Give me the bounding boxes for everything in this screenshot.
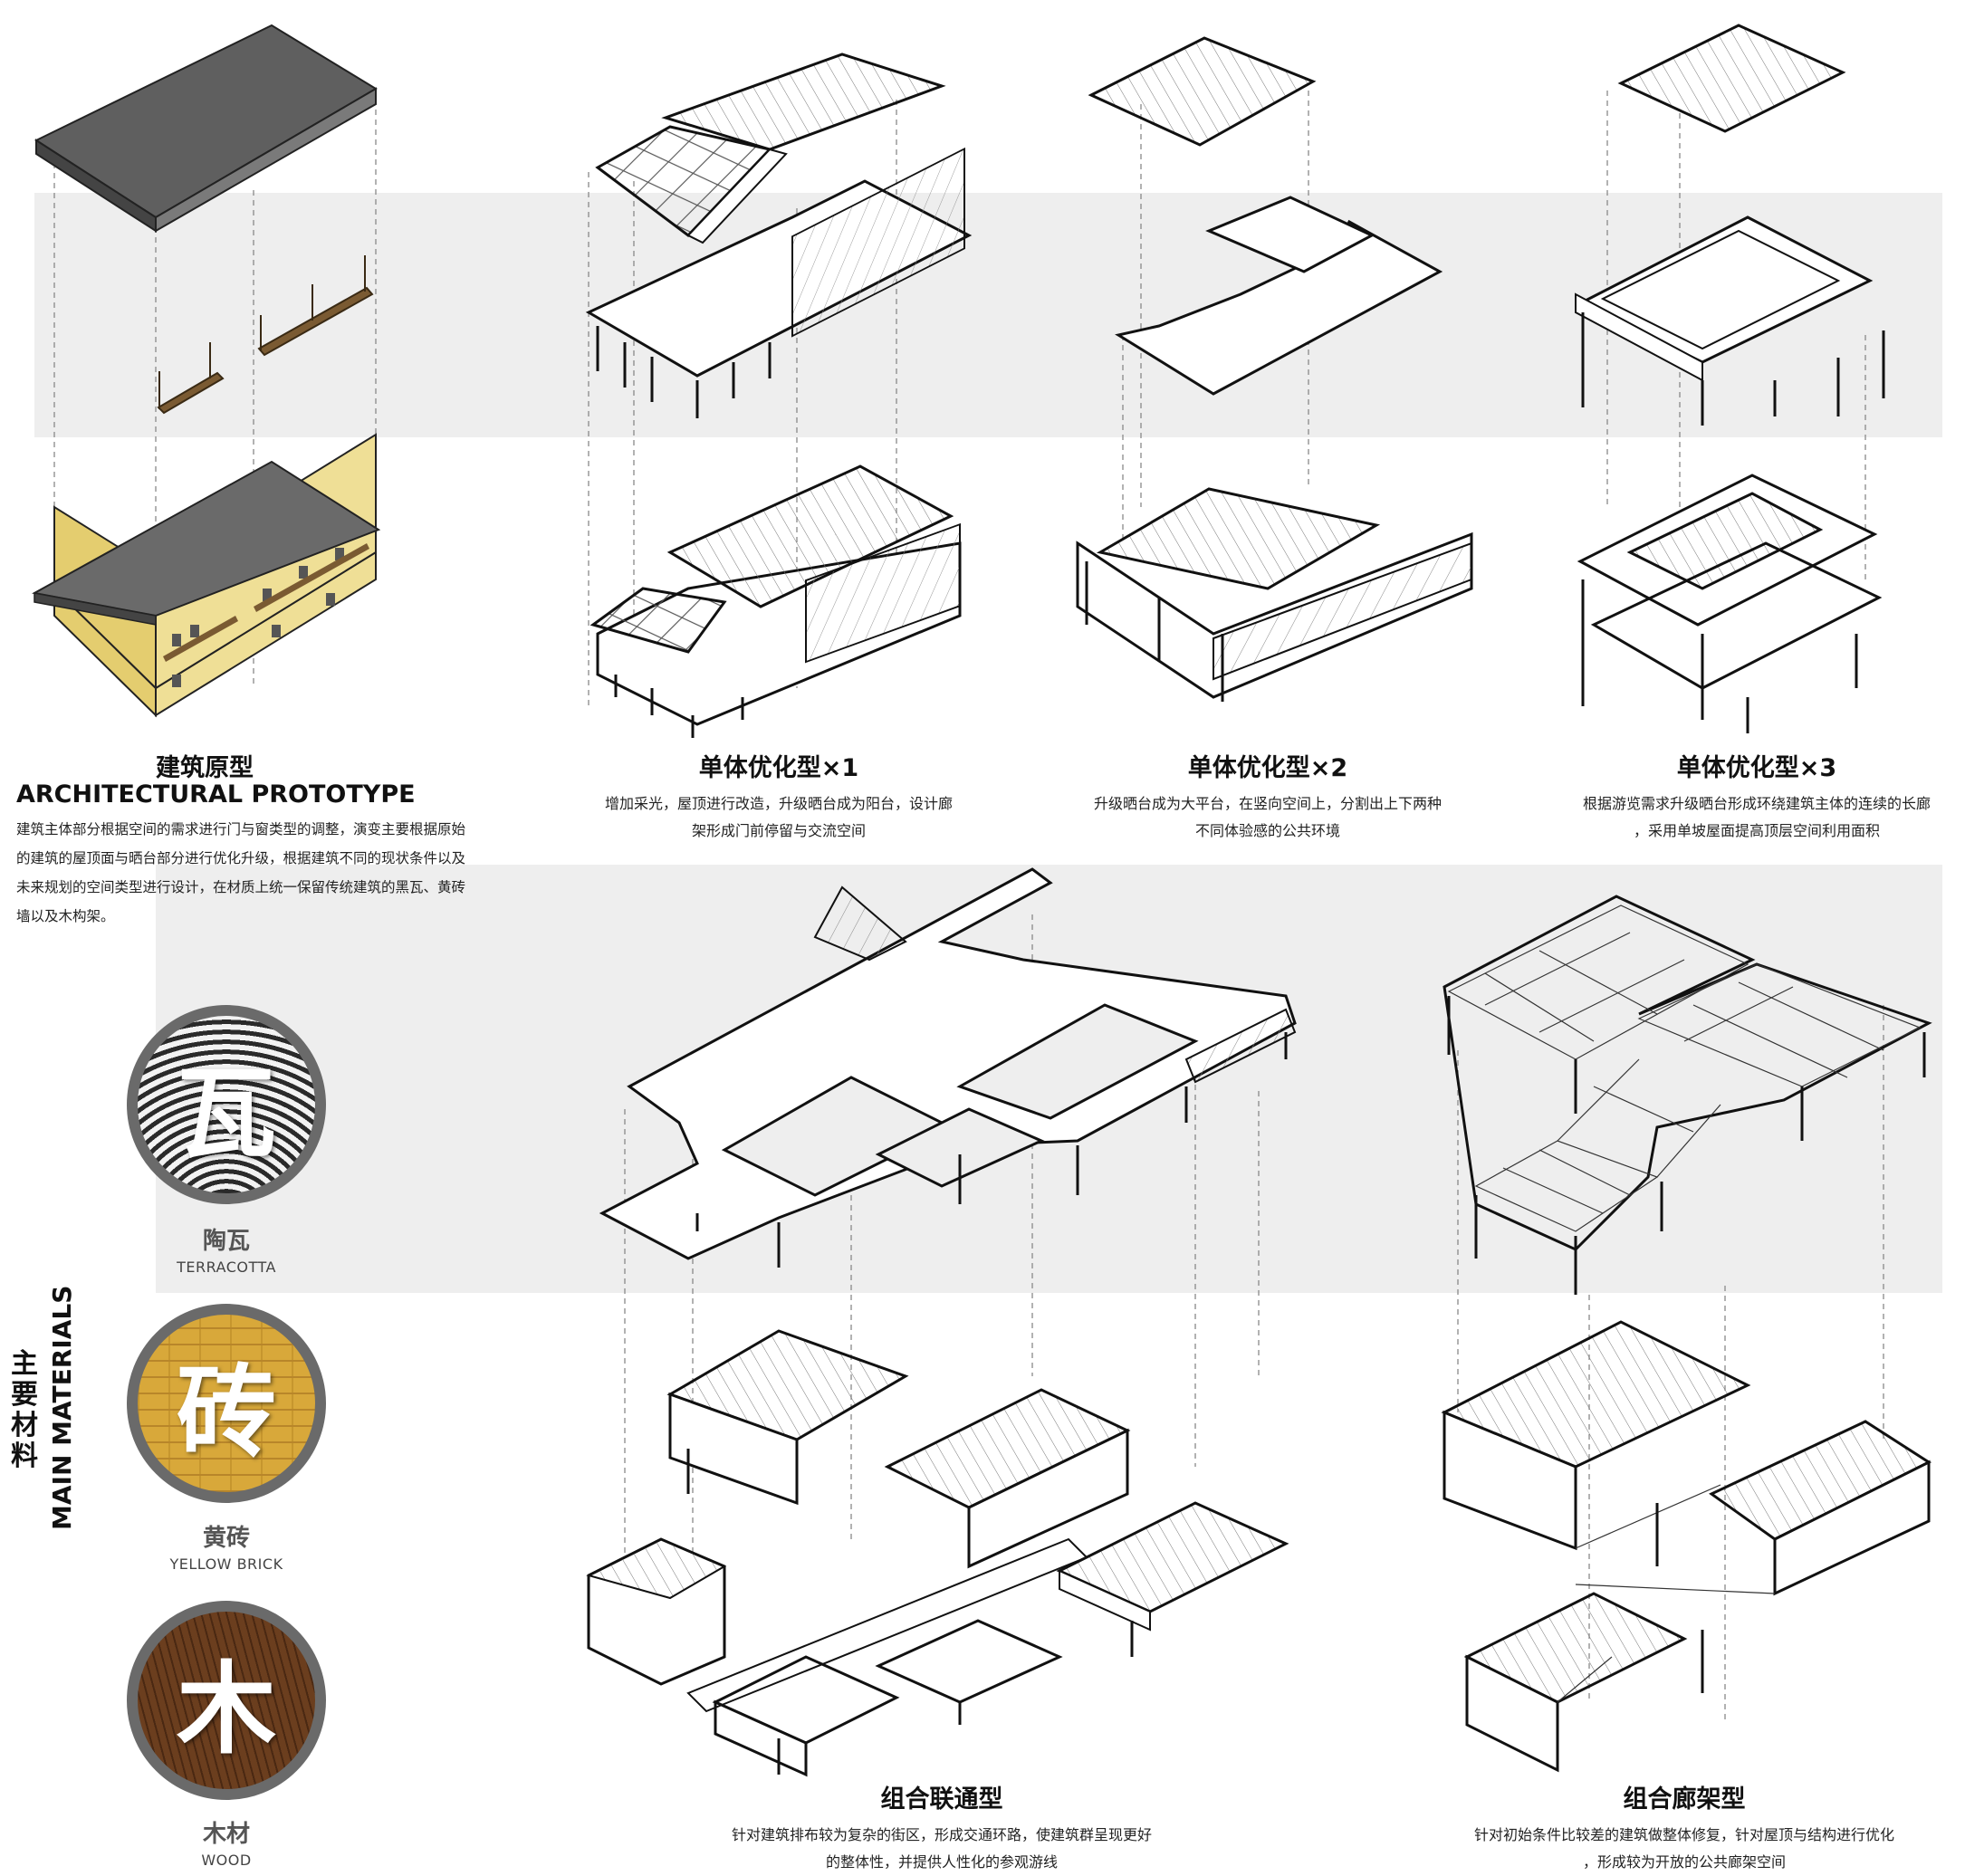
prototype-desc-line: 的建筑的屋顶面与晒台部分进行优化升级，根据建筑不同的现状条件以及 [16,850,466,866]
prototype-title-zh: 建筑原型 [156,754,254,782]
yellow-brick-swatch: 砖 [127,1304,326,1503]
prototype-description: 建筑主体部分根据空间的需求进行门与窗类型的调整，演变主要根据原始 的建筑的屋顶面… [16,815,523,931]
heading-char: 要 [11,1379,38,1411]
combo-connected-desc-line: 的整体性，并提供人性化的参观游线 [825,1853,1058,1871]
terracotta-label-zh: 陶瓦 [202,1228,250,1255]
terracotta-label-en: TERRACOTTA [177,1259,276,1276]
yellow-brick-glyph: 砖 [177,1354,276,1470]
type1-desc-line: 架形成门前停留与交流空间 [691,822,866,839]
heading-char: 料 [11,1440,38,1472]
wood-swatch: 木 [127,1601,326,1800]
materials-heading-zh: 主 要 材 料 [9,1349,40,1472]
combo-connected-drawing [586,867,1297,1777]
type2-drawing [1076,36,1473,702]
type3-caption: 单体优化型×3 根据游览需求升级晒台形成环绕建筑主体的连续的长廊 ，采用单坡屋面… [1558,748,1956,845]
type3-drawing [1575,24,1885,733]
terracotta-swatch: 瓦 [127,1005,326,1204]
type1-title: 单体优化型×1 [698,754,859,782]
prototype-desc-line: 未来规划的空间类型进行设计，在材质上统一保留传统建筑的黑瓦、黄砖 [16,879,466,895]
terracotta-glyph: 瓦 [177,1055,276,1172]
combo-pergola-desc-line: 针对初始条件比较差的建筑做整体修复，针对屋顶与结构进行优化 [1473,1826,1894,1843]
combo-pergola-title: 组合廊架型 [1623,1785,1746,1814]
materials-heading-en: MAIN MATERIALS [47,1285,77,1530]
prototype-drawing [32,24,381,718]
combo-connected-title: 组合联通型 [880,1785,1003,1814]
heading-char: 主 [11,1348,38,1380]
wood-label-en: WOOD [201,1852,252,1869]
type2-desc-line: 升级晒台成为大平台，在竖向空间上，分割出上下两种 [1093,795,1442,812]
prototype-desc-line: 建筑主体部分根据空间的需求进行门与窗类型的调整，演变主要根据原始 [16,821,466,838]
combo-pergola-desc-line: ，形成较为开放的公共廊架空间 [1582,1853,1786,1871]
prototype-desc-line: 墙以及木构架。 [16,908,115,924]
combo-connected-desc-line: 针对建筑排布较为复杂的街区，形成交通环路，使建筑群呈现更好 [731,1826,1152,1843]
wood-glyph: 木 [177,1651,276,1767]
combo-pergola-drawing [1441,895,1932,1773]
type3-desc-line: 根据游览需求升级晒台形成环绕建筑主体的连续的长廊 [1582,795,1931,812]
type1-desc-line: 增加采光，屋顶进行改造，升级晒台成为阳台，设计廊 [604,795,953,812]
type1-caption: 单体优化型×1 增加采光，屋顶进行改造，升级晒台成为阳台，设计廊 架形成门前停留… [580,748,978,845]
type2-caption: 单体优化型×2 升级晒台成为大平台，在竖向空间上，分割出上下两种 不同体验感的公… [1069,748,1467,845]
prototype-title-en: ARCHITECTURAL PROTOTYPE [16,780,416,809]
yellow-brick-label-en: YELLOW BRICK [169,1555,283,1573]
type1-drawing [585,53,973,738]
combo-pergola-caption: 组合廊架型 针对初始条件比较差的建筑做整体修复，针对屋顶与结构进行优化 ，形成较… [1431,1779,1938,1876]
heading-char: 材 [11,1410,38,1441]
yellow-brick-label-zh: 黄砖 [202,1525,250,1552]
type2-desc-line: 不同体验感的公共环境 [1194,822,1340,839]
wood-label-zh: 木材 [202,1821,250,1848]
type3-desc-line: ，采用单坡屋面提高顶层空间利用面积 [1633,822,1880,839]
type3-title: 单体优化型×3 [1676,754,1837,782]
combo-connected-caption: 组合联通型 针对建筑排布较为复杂的街区，形成交通环路，使建筑群呈现更好 的整体性… [688,1779,1195,1876]
type2-title: 单体优化型×2 [1187,754,1348,782]
